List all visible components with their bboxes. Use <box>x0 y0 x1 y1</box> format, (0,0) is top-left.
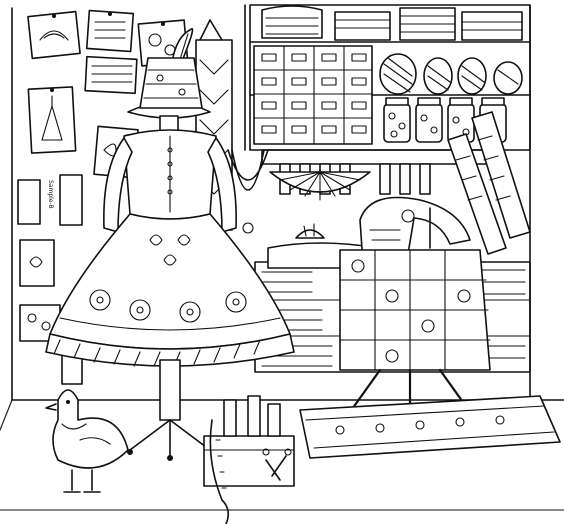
tape-measure <box>209 419 230 524</box>
folded-fabric-stack-3 <box>461 11 523 41</box>
shelving-unit <box>249 4 531 151</box>
hat-sketch <box>39 30 69 41</box>
dress-form-pole <box>159 359 181 421</box>
folded-fabric-stack-1 <box>334 11 391 41</box>
floor-rug <box>299 395 561 459</box>
dress-form <box>45 28 295 461</box>
yarn-skeins <box>379 53 523 95</box>
dress-sketch-card <box>27 86 77 154</box>
bead-necklace <box>227 149 269 234</box>
basket <box>261 5 323 39</box>
fabric-tags <box>17 174 83 385</box>
dress-sketch <box>41 95 63 141</box>
fabric-tag-2 <box>17 179 41 225</box>
pattern-card <box>84 55 138 95</box>
thread-spool-rack <box>261 149 503 201</box>
duck-body <box>52 389 129 469</box>
spool-in-box <box>223 399 237 437</box>
hat-sketch-card <box>27 10 81 60</box>
dress-ruffle <box>45 333 295 367</box>
hat-crown <box>139 57 203 109</box>
fabric-bolts <box>447 111 531 255</box>
scissors-icon <box>265 455 287 481</box>
swatch-card <box>85 9 135 53</box>
fabric-tag-1 <box>59 174 83 226</box>
button-icon <box>27 313 37 323</box>
flower-card <box>19 239 55 287</box>
pin-cushion-icon <box>295 229 325 239</box>
drawer-cabinet <box>253 45 373 145</box>
fabric-tag-label: Sample-B <box>47 180 54 209</box>
dress-skirt <box>49 213 291 350</box>
duck-figure <box>45 389 129 493</box>
sewing-box <box>203 395 295 524</box>
